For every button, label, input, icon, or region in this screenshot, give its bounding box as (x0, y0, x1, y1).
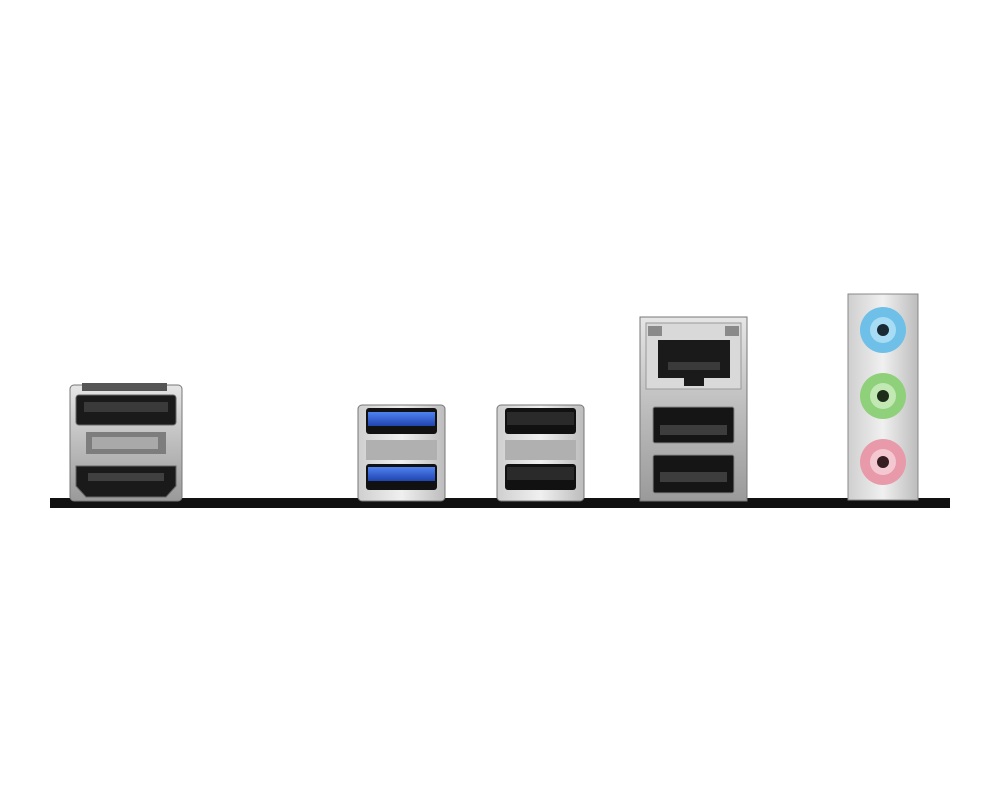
audio-jack-icon (860, 307, 906, 353)
displayport-hdmi-stack (69, 383, 183, 502)
usb-icon (368, 467, 435, 481)
audio-jack-icon (860, 439, 906, 485)
lan-usb-stack (639, 316, 748, 502)
usb3-stack (357, 404, 446, 502)
audio-jack-icon (860, 373, 906, 419)
motherboard-edge (50, 498, 950, 508)
usb-icon (368, 412, 435, 426)
usb-icon (507, 412, 574, 425)
usb2-stack (496, 404, 585, 502)
usb-icon (660, 472, 727, 482)
hdmi-port-icon (75, 465, 177, 498)
audio-jacks (847, 293, 919, 501)
usb-icon (507, 467, 574, 480)
usb-icon (660, 425, 727, 435)
